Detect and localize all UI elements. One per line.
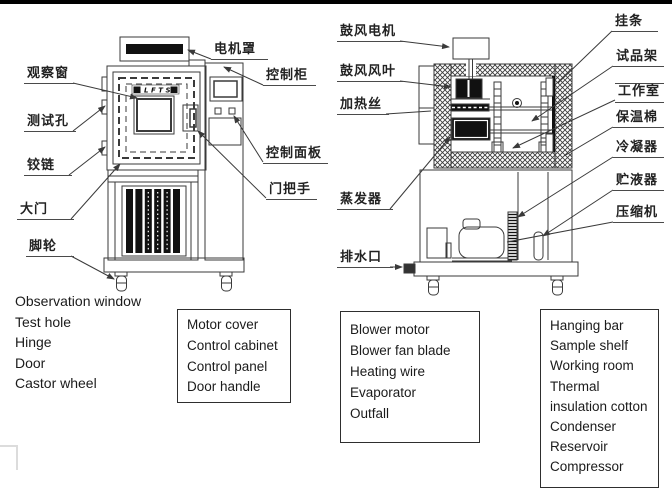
label-door-handle-cn: 门把手 [266, 182, 317, 200]
door-handle [182, 104, 199, 132]
legend-item: Working room [550, 358, 634, 374]
legend-box-door-parts: Motor cover Control cabinet Control pane… [177, 309, 291, 403]
label-blower-motor-cn: 鼓风电机 [337, 24, 403, 42]
label-condenser-cn: 冷凝器 [613, 140, 664, 158]
legend-item: Condenser [550, 419, 617, 435]
vent-grille [126, 189, 180, 253]
lower-cabinet [107, 169, 199, 261]
legend-item: Motor cover [187, 317, 259, 332]
legend-item: Evaporator [350, 385, 417, 400]
working-room [450, 76, 555, 153]
left-machine-drawing: LFTS [101, 36, 245, 292]
label-evaporator-cn: 蒸发器 [337, 192, 393, 210]
top-black-bar [0, 0, 672, 4]
label-hanging-bar-cn: 挂条 [612, 14, 658, 32]
legend-item: Door [15, 354, 46, 371]
control-cabinet [204, 62, 244, 261]
legend-item: Test hole [15, 313, 72, 330]
label-heating-wire-cn: 加热丝 [337, 97, 389, 115]
reservoir [533, 231, 544, 261]
blower-fan-blade [451, 78, 490, 100]
label-compressor-cn: 压缩机 [613, 205, 664, 223]
legend-item: insulation cotton [550, 398, 648, 414]
legend-item: Outfall [350, 406, 390, 421]
label-control-panel-cn: 控制面板 [263, 146, 328, 164]
machine-compartment [419, 169, 573, 263]
label-observation-window-cn: 观察窗 [24, 66, 76, 84]
right-base-and-castors [403, 261, 579, 296]
label-test-hole-cn: 测试孔 [24, 114, 76, 132]
label-reservoir-cn: 贮液器 [613, 173, 664, 191]
evaporator [451, 117, 491, 141]
legend-item: Control panel [187, 358, 268, 374]
label-castor-wheel-cn: 脚轮 [26, 239, 74, 257]
label-blower-fan-blade-cn: 鼓风风叶 [337, 64, 403, 82]
legend-item: Reservoir [550, 439, 608, 455]
brand-logo-text: LFTS [144, 87, 173, 95]
motor-shaft [466, 59, 476, 80]
shelf-posts [491, 81, 551, 153]
label-hinge-cn: 铰链 [24, 158, 72, 176]
label-door-cn: 大门 [17, 202, 74, 220]
legend-plain-list: Observation window Test hole Hinge Door … [15, 291, 141, 394]
label-insulation-cotton-cn: 保温棉 [613, 110, 664, 128]
legend-item: Heating wire [350, 364, 426, 379]
legend-box-refrigeration-parts: Hanging bar Sample shelf Working room Th… [540, 309, 659, 488]
outfall-drain [403, 263, 416, 274]
legend-item: Blower fan blade [350, 343, 451, 358]
legend-item: Hinge [15, 334, 52, 351]
condenser [507, 211, 518, 261]
observation-window [133, 95, 175, 135]
legend-item: Control cabinet [187, 337, 278, 353]
label-motor-cover-cn: 电机罩 [211, 42, 268, 60]
hanging-bar [552, 76, 555, 152]
legend-item: Thermal [550, 378, 600, 394]
corner-mark [0, 445, 18, 470]
label-working-room-cn: 工作室 [615, 83, 664, 103]
sample-shelves [453, 106, 552, 134]
legend-item: Compressor [550, 459, 624, 475]
brand-logo-band: LFTS [131, 84, 180, 95]
blower-motor [452, 37, 490, 60]
heating-wire [450, 103, 490, 112]
label-control-cabinet-cn: 控制柜 [263, 68, 316, 86]
sensor-circle [512, 98, 522, 108]
legend-item: Door handle [187, 379, 261, 395]
legend-item: Sample shelf [550, 338, 629, 354]
right-machine-drawing [403, 37, 579, 296]
legend-item: Hanging bar [550, 318, 624, 333]
legend-item: Observation window [15, 293, 142, 309]
label-sample-shelf-cn: 试品架 [613, 49, 664, 67]
leader-lines [68, 30, 616, 280]
legend-item: Blower motor [350, 322, 430, 337]
base-and-castors [103, 257, 245, 292]
compressor [452, 218, 512, 262]
legend-item: Castor wheel [15, 375, 97, 392]
label-outfall-cn: 排水口 [337, 250, 393, 268]
heater-terminal-box [418, 65, 435, 145]
legend-box-airflow-parts: Blower motor Blower fan blade Heating wi… [340, 311, 480, 443]
